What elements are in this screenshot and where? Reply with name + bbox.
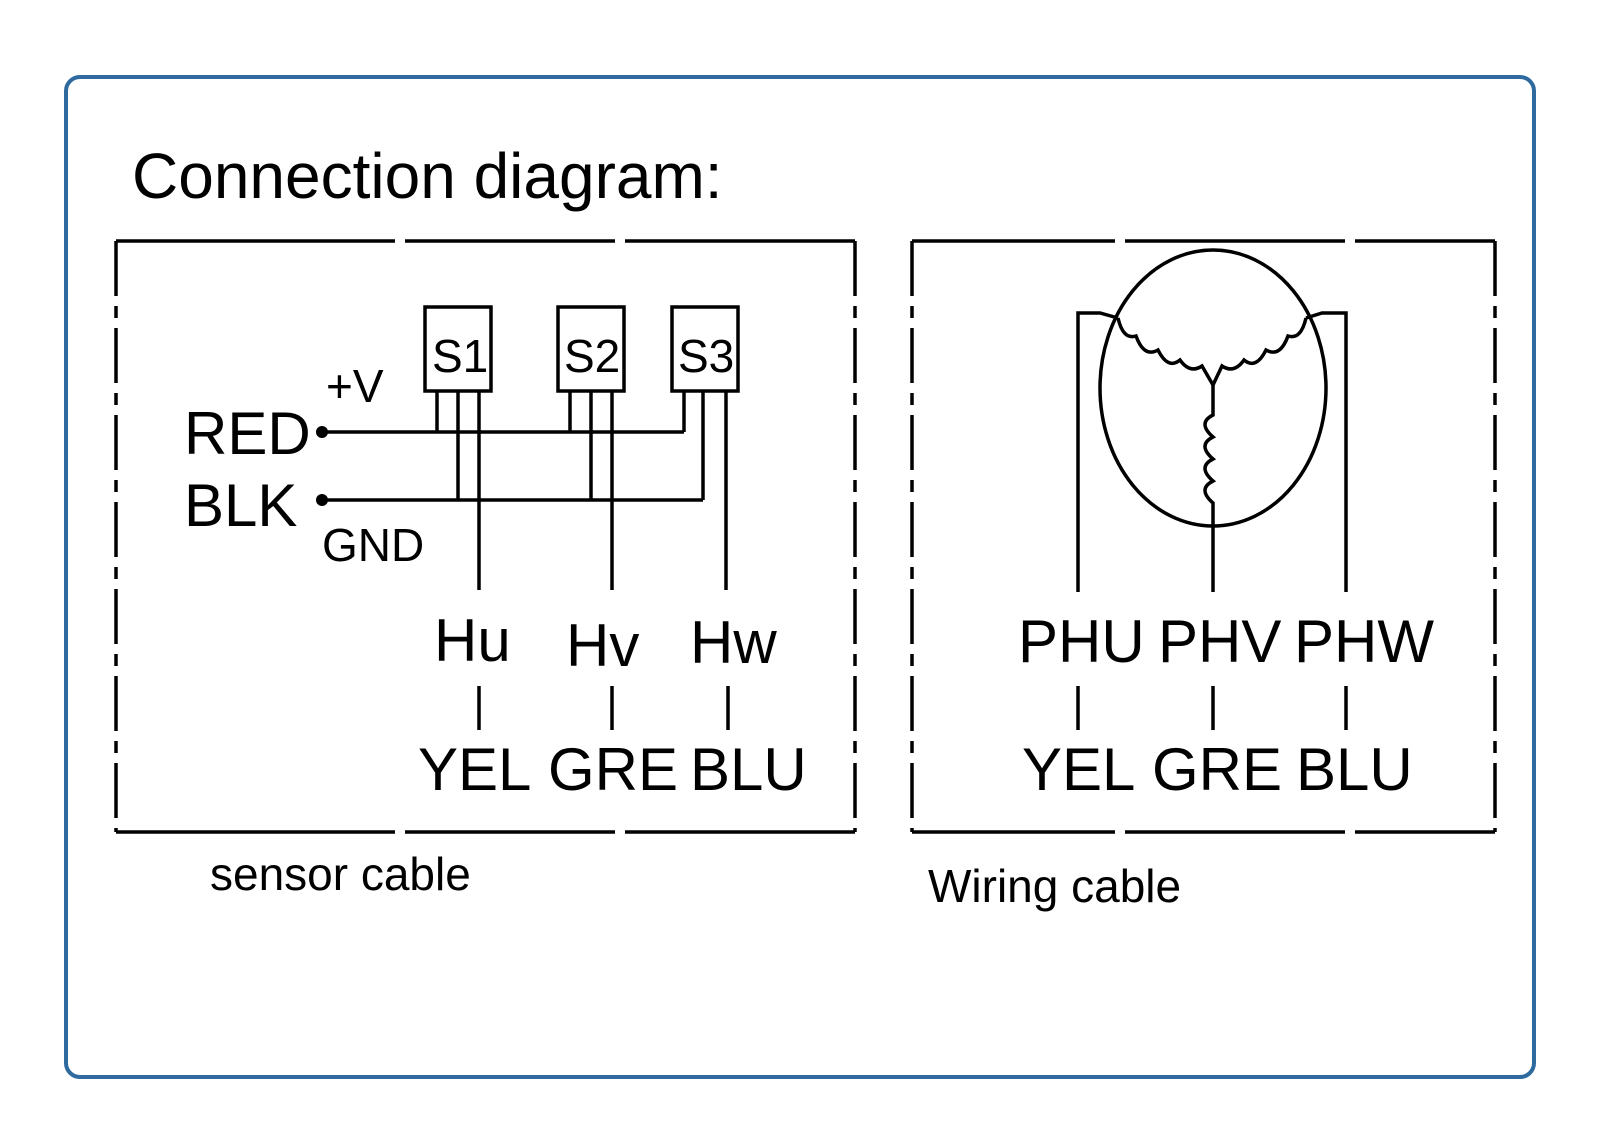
outer-frame <box>64 75 1536 1079</box>
winding-v <box>1203 385 1217 526</box>
wiring-color-gre: GRE <box>1152 736 1282 803</box>
phase-phu-label: PHU <box>1018 608 1145 675</box>
winding-w <box>1211 317 1308 386</box>
phase-u-lead <box>1076 311 1119 592</box>
motor-windings <box>1116 317 1308 526</box>
sensor-panel: +V RED BLK GND S1 S2 S3 <box>114 239 857 900</box>
phase-phw-label: PHW <box>1294 608 1434 675</box>
sensor-color-gre: GRE <box>548 736 678 803</box>
sensor-s1: S1 <box>423 305 493 590</box>
supply-label: +V <box>326 360 384 412</box>
phase-phv-label: PHV <box>1158 608 1281 675</box>
wiring-color-yel: YEL <box>1022 736 1135 803</box>
output-hu-label: Hu <box>434 607 511 674</box>
sensor-s2-label: S2 <box>564 330 620 382</box>
wiring-panel: PHU PHV PHW YEL GRE BLU Wiring cable <box>910 239 1497 912</box>
sensor-s3: S3 <box>670 305 740 590</box>
ground-label: GND <box>322 519 424 571</box>
winding-u <box>1116 317 1215 386</box>
wiring-color-blu: BLU <box>1296 736 1413 803</box>
sensor-color-blu: BLU <box>690 736 807 803</box>
output-hv-label: Hv <box>566 612 639 679</box>
wiring-panel-caption: Wiring cable <box>928 860 1181 912</box>
sensor-s3-body <box>670 305 740 393</box>
red-label: RED <box>184 400 311 467</box>
sensor-s1-label: S1 <box>432 330 488 382</box>
sensor-color-yel: YEL <box>418 736 531 803</box>
phase-w-lead <box>1305 311 1348 592</box>
output-hw-label: Hw <box>690 609 777 676</box>
diagram-title: Connection diagram: <box>132 140 723 212</box>
sensor-s2: S2 <box>556 305 626 590</box>
sensor-panel-caption: sensor cable <box>210 848 471 900</box>
sensor-s3-label: S3 <box>678 330 734 382</box>
black-label: BLK <box>184 472 297 539</box>
